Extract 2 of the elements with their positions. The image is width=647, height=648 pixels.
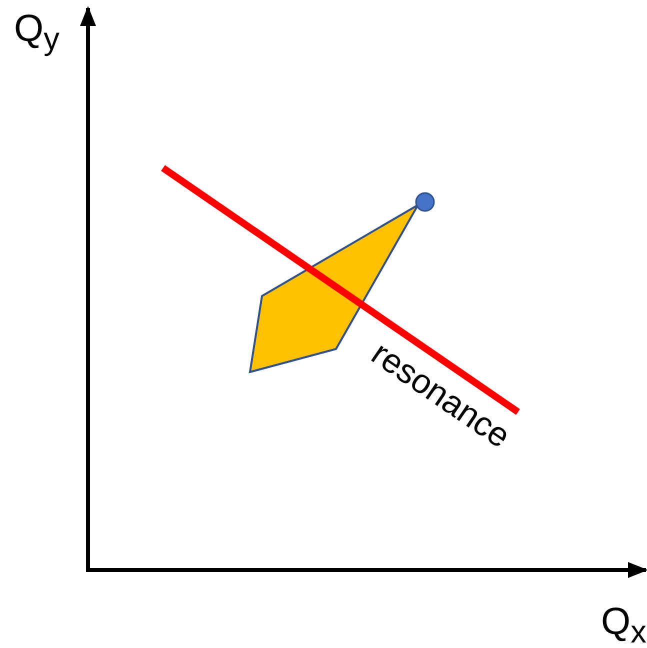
- axis-label: Q$_{x}$: [601, 603, 646, 648]
- axis-label: Q$_{y}$: [14, 10, 60, 56]
